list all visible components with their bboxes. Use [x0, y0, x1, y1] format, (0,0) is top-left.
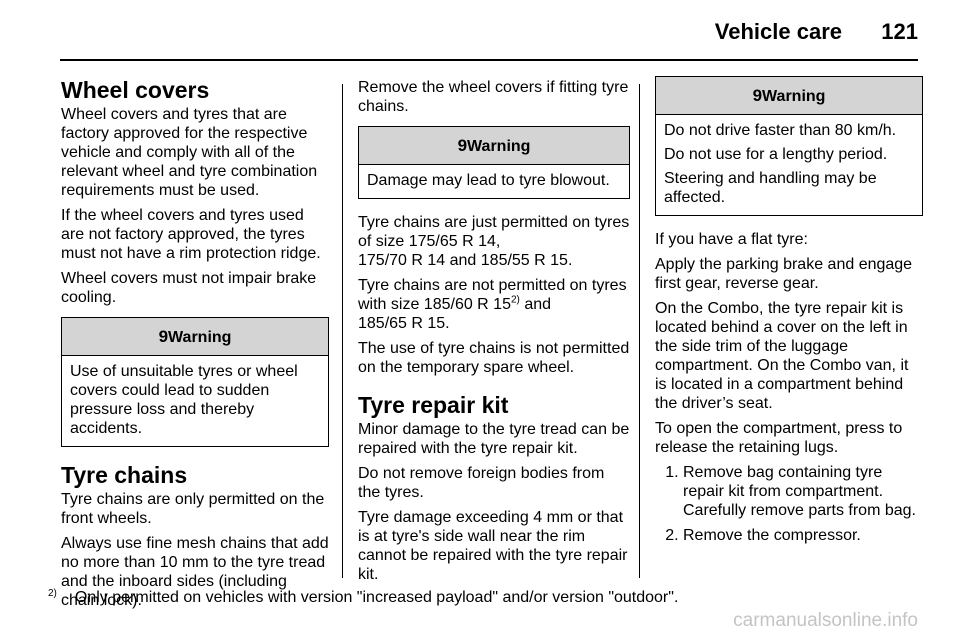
heading-wheel-covers: Wheel covers [61, 77, 210, 103]
warning-header: 9Warning [62, 318, 328, 356]
header-rule [60, 59, 918, 61]
footnote-text: Only permitted on vehicles with version … [74, 589, 679, 606]
watermark: carmanualsonline.info [733, 610, 918, 631]
paragraph: Wheel covers must not impair brake cooli… [61, 270, 317, 306]
text-span: and 185/65 R 15. [358, 296, 552, 332]
list-item: Remove bag containing tyre repair kit fr… [683, 463, 923, 520]
column-3: 9Warning Do not drive faster than 80 km/… [655, 76, 923, 551]
warning-header: 9Warning [359, 127, 629, 165]
paragraph: Minor damage to the tyre tread can be re… [358, 421, 630, 457]
paragraph: On the Combo, the tyre repair kit is loc… [655, 300, 909, 412]
paragraph: Wheel covers and tyres that are factory … [61, 106, 318, 199]
footnote-mark: 2) [48, 587, 57, 599]
warning-title: Warning [168, 329, 232, 346]
warning-box: 9Warning Damage may lead to tyre blowout… [358, 126, 630, 199]
warning-box: 9Warning Do not drive faster than 80 km/… [655, 76, 923, 216]
warning-body: Do not drive faster than 80 km/h. Do not… [656, 115, 922, 215]
heading-tyre-chains: Tyre chains [61, 462, 188, 488]
page-number: 121 [881, 19, 918, 44]
paragraph: The use of tyre chains is not permitted … [358, 340, 630, 376]
steps-list: Remove bag containing tyre repair kit fr… [655, 463, 923, 545]
column-divider-1 [342, 84, 343, 578]
column-2: Remove the wheel covers if fitting tyre … [358, 78, 630, 590]
warning-header: 9Warning [656, 77, 922, 115]
warning-title: Warning [762, 88, 826, 105]
warning-line: Do not drive faster than 80 km/h. [664, 122, 897, 139]
paragraph: Remove the wheel covers if fitting tyre … [358, 79, 629, 115]
warning-text: Use of unsuitable tyres or wheel covers … [70, 363, 298, 437]
paragraph: Do not remove foreign bodies from the ty… [358, 465, 605, 501]
warning-line: Steering and handling may be affected. [664, 170, 877, 206]
warning-line: Do not use for a lengthy period. [664, 146, 888, 163]
text-span: Tyre chains are not permitted on tyres w… [358, 277, 627, 313]
warning-triangle-icon: 9 [457, 136, 468, 155]
paragraph: Tyre chains are not permitted on tyres w… [358, 276, 630, 333]
footnote-ref[interactable]: 2) [510, 294, 520, 306]
column-1: Wheel covers Wheel covers and tyres that… [61, 76, 329, 616]
paragraph: If you have a flat tyre: [655, 231, 808, 248]
paragraph: Tyre damage exceeding 4 mm or that is at… [358, 509, 628, 583]
warning-triangle-icon: 9 [752, 86, 763, 105]
paragraph: Tyre chains are just permitted on tyres … [358, 214, 630, 269]
warning-title: Warning [467, 138, 531, 155]
footnote: 2) Only permitted on vehicles with versio… [48, 587, 679, 607]
warning-body: Use of unsuitable tyres or wheel covers … [62, 356, 328, 446]
warning-text: Damage may lead to tyre blowout. [367, 172, 610, 189]
paragraph: If the wheel covers and tyres used are n… [61, 207, 321, 262]
warning-body: Damage may lead to tyre blowout. [359, 165, 629, 198]
warning-box: 9Warning Use of unsuitable tyres or whee… [61, 317, 329, 447]
paragraph: Always use fine mesh chains that add no … [61, 535, 329, 609]
paragraph: To open the compartment, press to releas… [655, 420, 903, 456]
heading-tyre-repair-kit: Tyre repair kit [358, 392, 509, 418]
warning-triangle-icon: 9 [158, 327, 169, 346]
paragraph: Tyre chains are only permitted on the fr… [61, 491, 325, 527]
column-divider-2 [639, 84, 640, 578]
list-item: Remove the compressor. [683, 526, 923, 545]
paragraph: Apply the parking brake and engage first… [655, 256, 913, 292]
chapter-title: Vehicle care [714, 19, 842, 44]
